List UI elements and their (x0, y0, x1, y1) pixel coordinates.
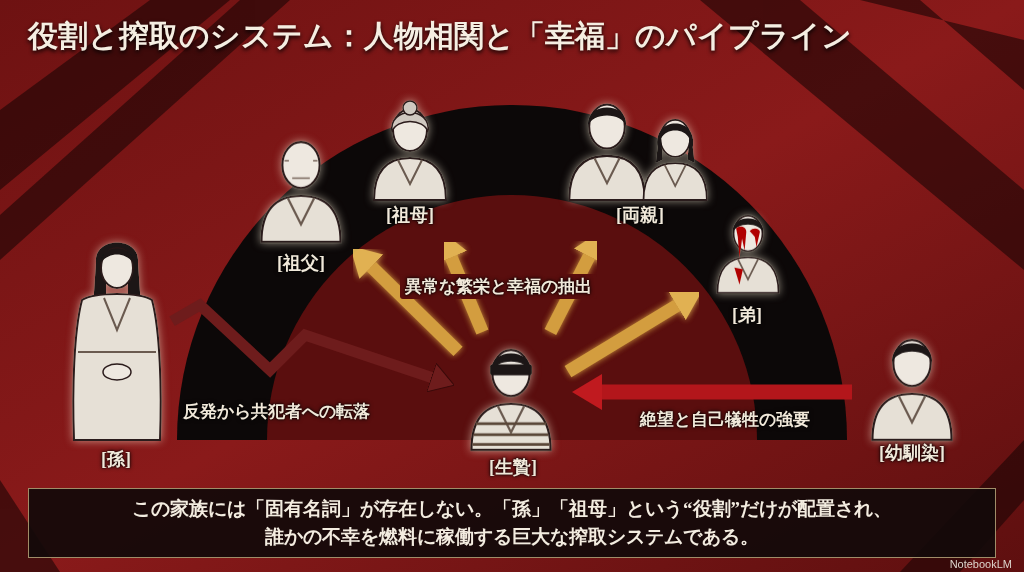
person-node: [生贄] (458, 332, 568, 478)
mother-figure (656, 123, 695, 163)
role-label: [孫] (101, 448, 131, 470)
flow-arrow (568, 306, 677, 372)
sacrifice-figure (471, 350, 550, 450)
childhood-friend-figure (892, 343, 932, 363)
grandchild-figure (103, 364, 131, 380)
role-label: [弟] (732, 304, 762, 326)
title: 役割と搾取のシステム：人物相関と「幸福」のパイプライン (28, 16, 852, 57)
person-node: [孫] (60, 238, 172, 470)
grandmother-figure (403, 101, 417, 115)
role-label: [祖母] (386, 204, 434, 226)
grandfather-figure (261, 142, 340, 242)
grandchild-figure (101, 249, 133, 263)
sacrifice-figure (473, 424, 550, 445)
mother-figure (644, 120, 707, 200)
person-node: [弟] (706, 200, 788, 326)
caption: この家族には「固有名詞」が存在しない。「孫」「祖母」という“役割”だけが配置され… (62, 495, 962, 550)
grandchild-figure (101, 248, 133, 288)
grandmother-figure (374, 109, 446, 200)
grandchild-figure (73, 294, 160, 440)
caption-box: この家族には「固有名詞」が存在しない。「孫」「祖母」という“役割”だけが配置され… (28, 488, 996, 558)
father-figure (569, 104, 645, 200)
role-label: [両親] (616, 204, 664, 226)
childhood-friend-figure (872, 340, 951, 440)
flow-label: 異常な繁栄と幸福の抽出 (400, 274, 597, 299)
grandmother-figure (374, 101, 446, 200)
grandfather-figure (285, 161, 318, 179)
figures (73, 101, 951, 450)
edge-label: 反発から共犯者への転落 (183, 400, 370, 423)
father-figure (588, 108, 626, 127)
mother-figure (644, 120, 707, 200)
role-label: [祖父] (277, 252, 325, 274)
person-node: [幼馴染] (852, 326, 972, 464)
brother-figure (717, 216, 778, 293)
father-figure (569, 104, 645, 200)
brother-figure (750, 228, 760, 247)
person-node: [祖母] (362, 92, 458, 226)
person-node: [両親] (552, 88, 728, 226)
brother-figure (734, 268, 743, 285)
edge-label: 絶望と自己犠牲の強要 (640, 408, 810, 431)
flow-arrow (602, 385, 852, 400)
flow-arrow (172, 305, 431, 378)
diagonal-stripes (860, 0, 1024, 90)
grandchild-figure (73, 243, 160, 441)
childhood-friend-figure (872, 340, 951, 440)
role-label: [生贄] (489, 456, 537, 478)
sacrifice-figure (471, 350, 550, 450)
grandchild-figure (78, 351, 156, 353)
brother-figure (717, 216, 778, 293)
watermark: NotebookLM (950, 558, 1012, 570)
grandfather-figure (261, 142, 340, 242)
role-label: [幼馴染] (879, 442, 945, 464)
brother-figure (736, 227, 746, 259)
sacrifice-figure (490, 364, 532, 375)
grandchild-figure (104, 298, 130, 330)
person-node: [祖父] (255, 122, 347, 274)
